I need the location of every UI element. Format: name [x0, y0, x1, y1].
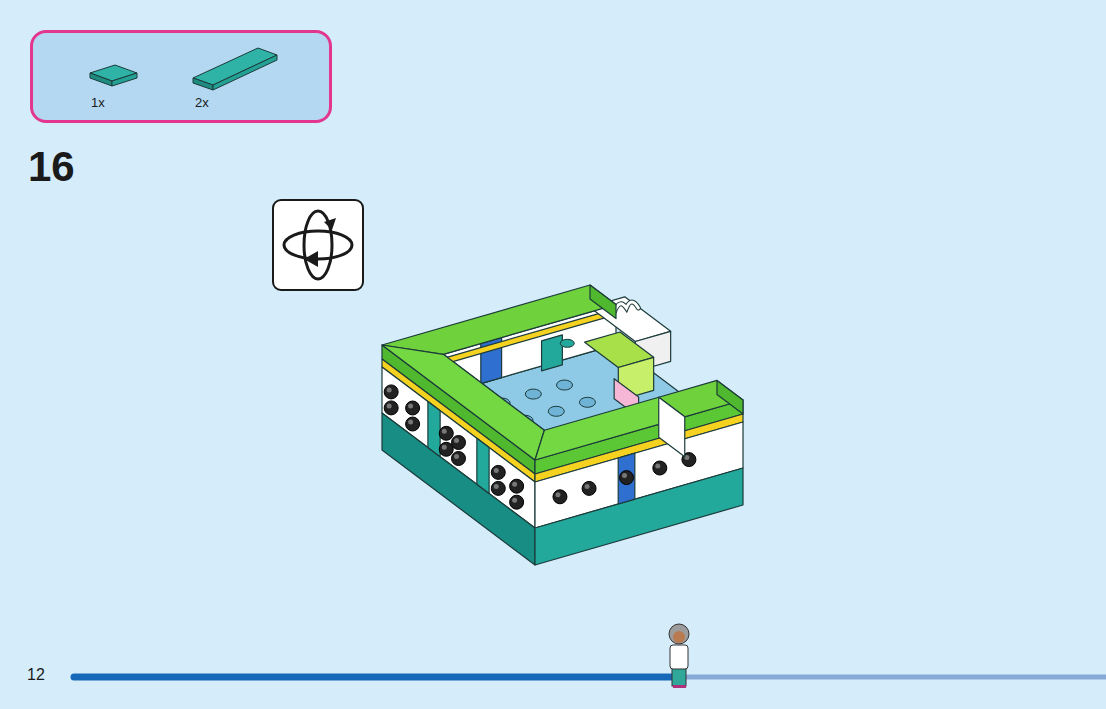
highlight: [512, 482, 517, 487]
clip: [614, 302, 638, 312]
minifigure: [669, 624, 689, 688]
page-number: 12: [27, 666, 45, 684]
highlight: [512, 498, 517, 503]
green-plate: [382, 285, 616, 354]
progress-bar: [74, 674, 678, 681]
white-wall: [659, 397, 685, 457]
rotate-arrow: [324, 218, 336, 230]
round-brick: [653, 461, 667, 475]
round-brick: [510, 479, 524, 493]
tile-part: [112, 73, 137, 86]
green-plate: [535, 397, 685, 460]
highlight: [555, 492, 560, 497]
highlight: [408, 404, 413, 409]
round-brick: [406, 401, 420, 415]
round-brick: [491, 481, 505, 495]
stud: [548, 406, 564, 416]
part-images: [33, 33, 329, 120]
round-brick: [384, 401, 398, 415]
highlight: [454, 454, 459, 459]
green-plate-edge: [590, 285, 616, 319]
round-brick: [491, 465, 505, 479]
highlight: [622, 473, 627, 478]
teal-brick: [542, 335, 563, 371]
highlight: [408, 420, 413, 425]
round-brick: [553, 490, 567, 504]
teal-column: [428, 402, 440, 457]
part-count: 2x: [195, 95, 209, 110]
stud: [525, 389, 541, 399]
highlight: [454, 438, 459, 443]
parts-callout: 1x 2x: [30, 30, 332, 123]
part-count: 1x: [91, 95, 105, 110]
green-plate-edge: [717, 380, 743, 414]
round-brick: [582, 481, 596, 495]
round-brick: [439, 426, 453, 440]
clip: [614, 302, 638, 312]
tile-part: [90, 73, 112, 86]
stud: [557, 380, 573, 390]
step-number: 16: [28, 143, 75, 191]
rotate-arrow: [304, 251, 318, 267]
round-brick: [406, 417, 420, 431]
highlight: [442, 445, 447, 450]
teal-column: [477, 438, 489, 493]
highlight: [494, 468, 499, 473]
highlight: [387, 387, 392, 392]
stud: [560, 339, 574, 347]
round-brick: [452, 436, 466, 450]
stud: [579, 397, 595, 407]
highlight: [655, 464, 660, 469]
round-brick: [510, 495, 524, 509]
round-brick: [384, 385, 398, 399]
highlight: [442, 429, 447, 434]
progress-track: [678, 675, 1106, 680]
highlight: [494, 484, 499, 489]
round-brick: [620, 471, 634, 485]
teal-base: [535, 468, 743, 565]
tile-part: [193, 78, 213, 90]
tile-part: [213, 55, 277, 90]
round-brick: [439, 442, 453, 456]
highlight: [585, 484, 590, 489]
highlight: [387, 403, 392, 408]
round-brick: [452, 452, 466, 466]
rotate-icon-frame: [273, 200, 363, 290]
blue-panel: [618, 453, 635, 504]
green-plate: [382, 345, 544, 460]
